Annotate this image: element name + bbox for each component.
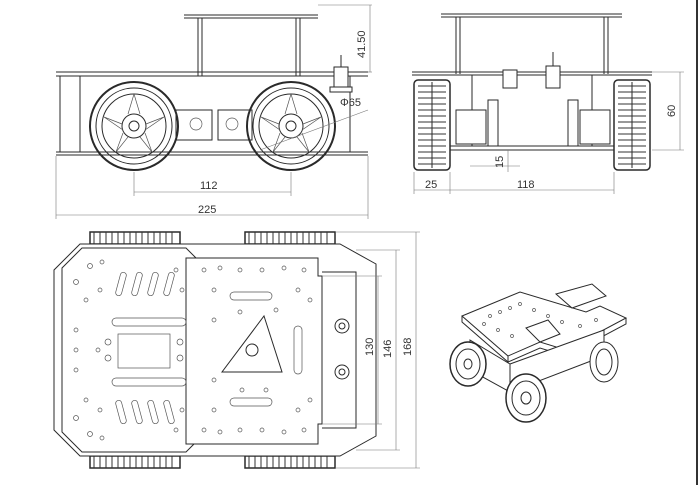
top-main-plate: [61, 247, 197, 453]
front-tire-right: [613, 79, 651, 171]
front-switch-left: [502, 69, 518, 89]
iso-wheel-front-right: [589, 341, 619, 383]
dim-front-height: 60: [666, 105, 678, 117]
dim-overall-length: 225: [198, 204, 216, 216]
dim-wheel-diameter: Φ65: [340, 97, 361, 109]
dim-ground-clearance: 15: [494, 156, 506, 168]
front-motor-left: [455, 109, 487, 145]
top-slots: [111, 271, 303, 425]
iso-wheel-front-left: [505, 373, 547, 423]
iso-wheel-rear-left: [449, 341, 487, 387]
side-motor-left: [175, 109, 213, 141]
iso-view: [449, 283, 628, 423]
dim-track: 118: [517, 179, 535, 191]
side-wheel-right: [246, 81, 336, 171]
side-switch: [333, 66, 349, 88]
dim-leader-wheel-diameter: [259, 109, 369, 151]
top-view: 130 146 168: [53, 231, 420, 469]
top-tires: [89, 231, 336, 469]
top-battery-window: [117, 333, 171, 369]
dim-overall-width: 168: [402, 338, 414, 356]
front-tire-left: [413, 79, 451, 171]
side-wheel-left: [89, 81, 179, 171]
front-switch-right: [545, 65, 561, 89]
top-mounting-holes: [73, 259, 313, 441]
side-view: 41.50 Φ65 112 225: [55, 4, 372, 219]
front-motor-right: [579, 109, 611, 145]
dim-width-146: 146: [382, 340, 394, 358]
front-view: 60 15 25 118: [412, 13, 684, 194]
dim-height-upper: 41.50: [356, 30, 368, 58]
dim-wheelbase: 112: [200, 180, 218, 192]
top-switch-lower: [334, 364, 350, 380]
top-triangle-cutout: [221, 314, 283, 373]
top-rear-bracket: [322, 271, 357, 429]
dim-plate-width: 130: [364, 338, 376, 356]
top-upper-plate: [185, 257, 323, 445]
top-switch-upper: [334, 318, 350, 334]
dim-wheel-width: 25: [425, 179, 437, 191]
